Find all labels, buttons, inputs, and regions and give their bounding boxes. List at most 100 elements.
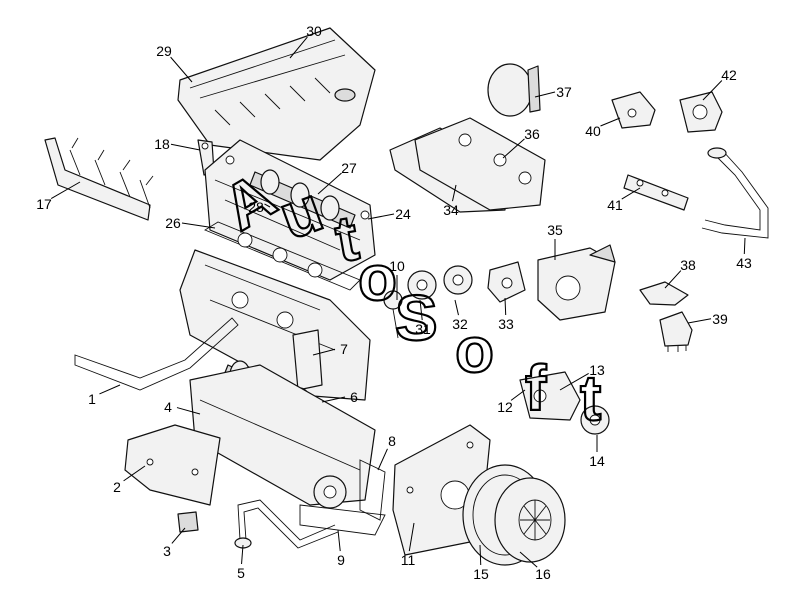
pump-housing [487,261,526,303]
callout-38: 38 [680,257,696,273]
leader-line-11 [408,522,415,552]
callout-3: 3 [163,543,171,559]
engine-block [179,249,371,401]
callout-35: 35 [547,222,563,238]
callout-29: 29 [156,43,172,59]
leader-line-16 [519,551,538,568]
sump-pan [299,504,386,536]
callout-27: 27 [341,160,357,176]
callout-9: 9 [337,552,345,568]
leader-line-43 [743,237,746,255]
callout-8: 8 [388,433,396,449]
callout-36: 36 [524,126,540,142]
leader-line-37 [534,91,556,98]
watermark-letter: f [525,352,547,424]
callout-40: 40 [585,123,601,139]
vacuum-pump [487,63,541,117]
callout-15: 15 [473,566,489,582]
leader-line-18 [170,143,201,151]
callout-42: 42 [721,67,737,83]
watermark-letter: S [395,282,438,354]
callout-34: 34 [443,202,459,218]
callout-26: 26 [165,215,181,231]
head-gasket [204,221,361,291]
callout-32: 32 [452,316,468,332]
leader-line-31 [419,299,423,321]
leader-line-7 [312,348,336,356]
callout-31: 31 [415,321,431,337]
leader-line-4 [176,407,201,415]
water-pump [537,244,616,321]
leader-line-5 [241,544,244,565]
callout-28: 28 [248,199,264,215]
oil-pickup-tube [234,499,339,549]
heat-shield [124,424,221,506]
callout-18: 18 [154,136,170,152]
egr-valve [679,91,723,133]
leader-line-40 [600,117,621,127]
watermark-letter: o [455,314,494,386]
bracket [292,329,323,391]
callout-1: 1 [88,391,96,407]
callout-2: 2 [113,479,121,495]
callout-17: 17 [36,196,52,212]
watermark-letter: t [580,362,601,434]
leader-line-15 [479,544,482,566]
leader-line-38 [664,270,682,289]
callout-41: 41 [607,197,623,213]
callout-14: 14 [589,453,605,469]
fuel-rail [623,174,689,211]
injector-rail [44,137,154,221]
leader-line-29 [170,56,193,83]
leader-line-9 [337,529,341,552]
leader-line-2 [123,465,146,482]
leader-line-32 [454,299,459,316]
callout-13: 13 [589,362,605,378]
rocker-cover [177,27,376,161]
callout-33: 33 [498,316,514,332]
callout-10: 10 [389,258,405,274]
leader-line-30 [289,36,308,59]
leader-line-39 [687,318,712,324]
leader-line-8 [377,448,388,471]
callout-5: 5 [237,565,245,581]
leader-line-1 [99,384,121,395]
oil-pump [313,459,386,521]
callout-30: 30 [306,23,322,39]
timing-sprocket-right [443,265,473,295]
mount-bracket [639,281,689,306]
callout-11: 11 [401,552,416,568]
camshaft [249,169,356,229]
egr-pipe [701,147,769,239]
leader-line-3 [171,527,186,544]
coolant-pipe [74,317,239,391]
thermostat-housing [611,91,656,129]
leader-line-36 [502,138,525,159]
timing-sprocket-left [407,270,437,300]
exhaust-manifold [414,117,546,211]
leader-line-33 [504,297,507,316]
sensor [177,511,199,533]
callout-43: 43 [736,255,752,271]
callout-12: 12 [497,399,513,415]
callout-24: 24 [395,206,411,222]
callout-16: 16 [535,566,551,582]
callout-7: 7 [340,341,348,357]
leader-line-41 [621,187,641,200]
callout-4: 4 [164,399,172,415]
leader-line-17 [50,181,81,200]
leader-line-27 [317,172,342,195]
leader-line-28 [264,203,271,208]
watermark-letter: o [358,242,397,314]
leader-line-42 [702,80,723,101]
callout-37: 37 [556,84,572,100]
leader-line-13 [559,372,589,391]
leader-line-24 [367,213,395,220]
leader-line-26 [181,222,216,229]
engine-mount [659,311,693,352]
leader-line-34 [451,184,457,202]
callout-6: 6 [350,389,358,405]
callout-39: 39 [712,311,728,327]
